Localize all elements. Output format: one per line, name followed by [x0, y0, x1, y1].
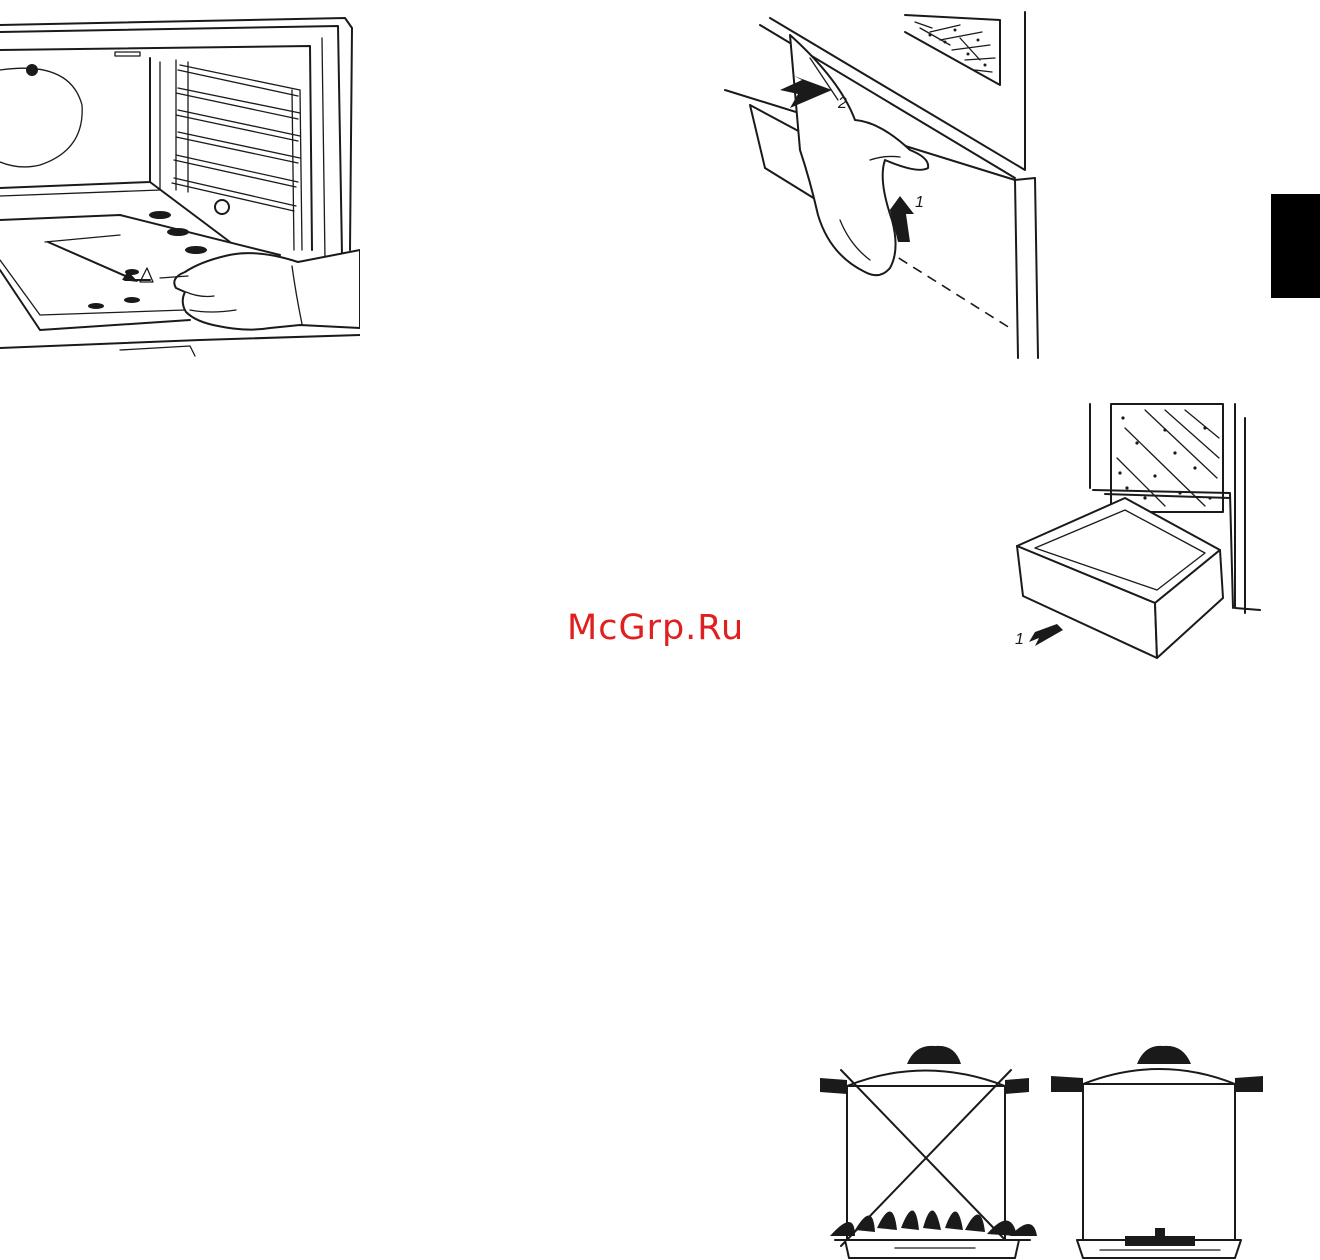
step-1-label: 1 — [915, 194, 924, 211]
plinth-removal-figure: 2 1 — [720, 10, 1050, 360]
incorrect-pan-icon — [820, 1046, 1037, 1258]
correct-pan-icon — [1051, 1046, 1263, 1258]
pan-on-burner-icon — [815, 1040, 1270, 1260]
oven-interior-hand-icon — [0, 10, 360, 360]
section-tab — [1271, 194, 1320, 298]
pan-on-burner-figure — [815, 1040, 1270, 1260]
watermark: McGrp.Ru — [567, 608, 777, 658]
plinth-removal-hand-icon: 2 1 — [720, 10, 1050, 360]
drawer-step-1-label: 1 — [1015, 631, 1024, 648]
storage-drawer-figure: 1 — [1005, 398, 1265, 670]
storage-drawer-icon: 1 — [1005, 398, 1265, 670]
oven-interior-figure — [0, 10, 360, 360]
step-2-label: 2 — [837, 95, 847, 112]
